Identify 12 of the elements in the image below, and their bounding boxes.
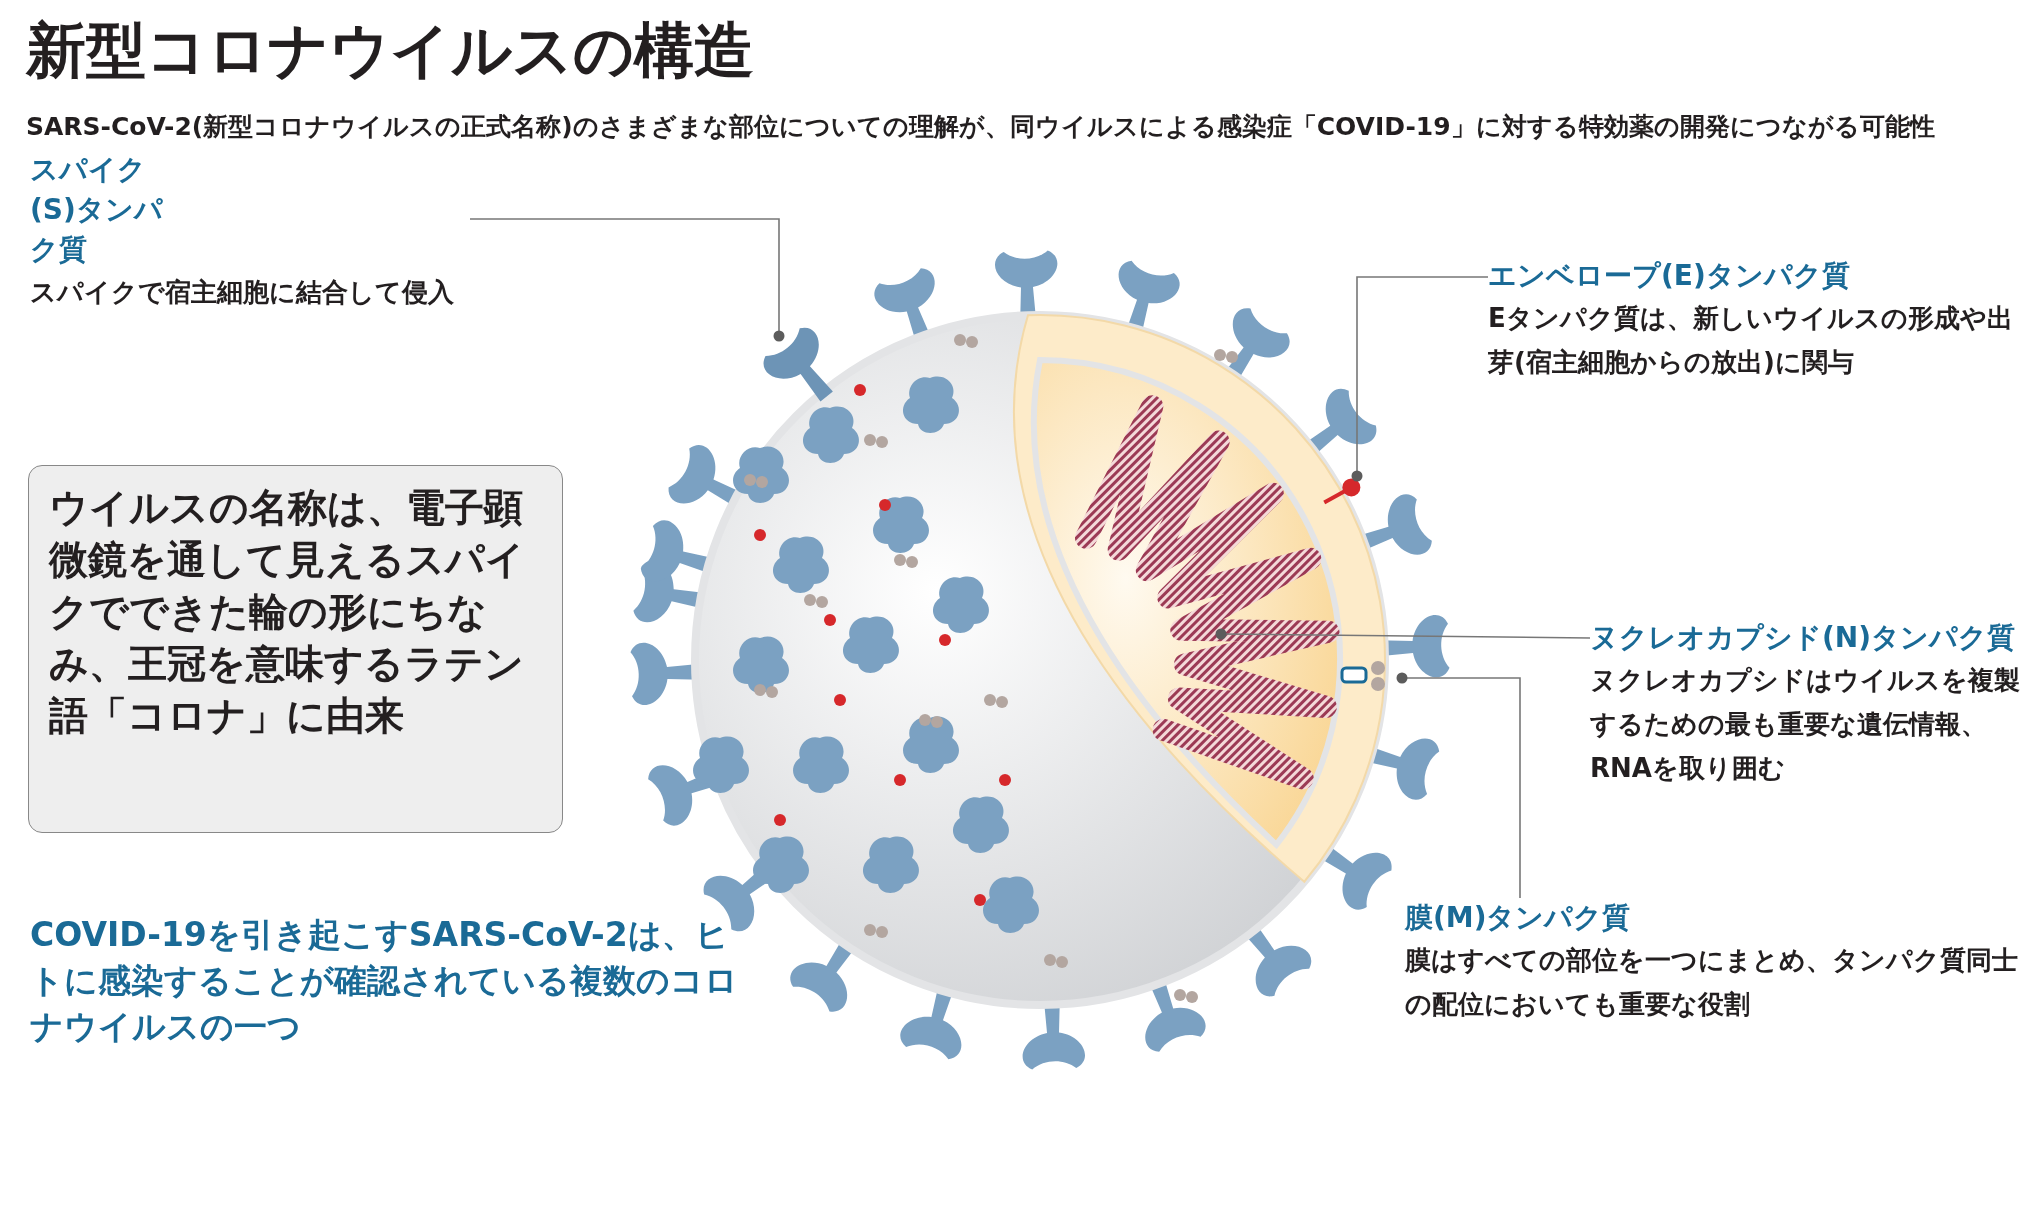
callout-text: スパイクで宿主細胞に結合して侵入 <box>30 276 455 309</box>
callout-text: 膜はすべての部位を一つにまとめ、タンパク質同士の配位においても重要な役割 <box>1405 944 2019 1021</box>
callout-text: Eタンパク質は、新しいウイルスの形成や出芽(宿主細胞からの放出)に関与 <box>1488 302 2014 379</box>
callout-heading: スパイク(S)タンパク質 <box>30 152 164 268</box>
subtitle: SARS-CoV-2(新型コロナウイルスの正式名称)のさまざまな部位についての理解が、同ウイルスによる感染症「COVID-19」に対する特効薬の開発につながる可能性 <box>26 111 1936 143</box>
callout-heading: ヌクレオカプシド(N)タンパク質 <box>1590 620 2017 656</box>
callout-heading: エンベロープ(E)タンパク質 <box>1488 258 1851 294</box>
callout-heading: 膜(M)タンパク質 <box>1405 900 1632 936</box>
note-text: ウイルスの名称は、電子顕微鏡を通して見えるスパイクでできた輪の形にちなみ、王冠を意味するラテン語「コロナ」に由来 <box>49 484 526 740</box>
note-text: COVID-19を引き起こすSARS-CoV-2は、ヒトに感染することが確認されている複数のコロナウイルスの一つ <box>30 914 739 1048</box>
title: 新型コロナウイルスの構造 <box>26 14 754 87</box>
callout-text: ヌクレオカプシドはウイルスを複製するための最も重要な遺伝情報、RNAを取り囲む <box>1590 664 2021 785</box>
